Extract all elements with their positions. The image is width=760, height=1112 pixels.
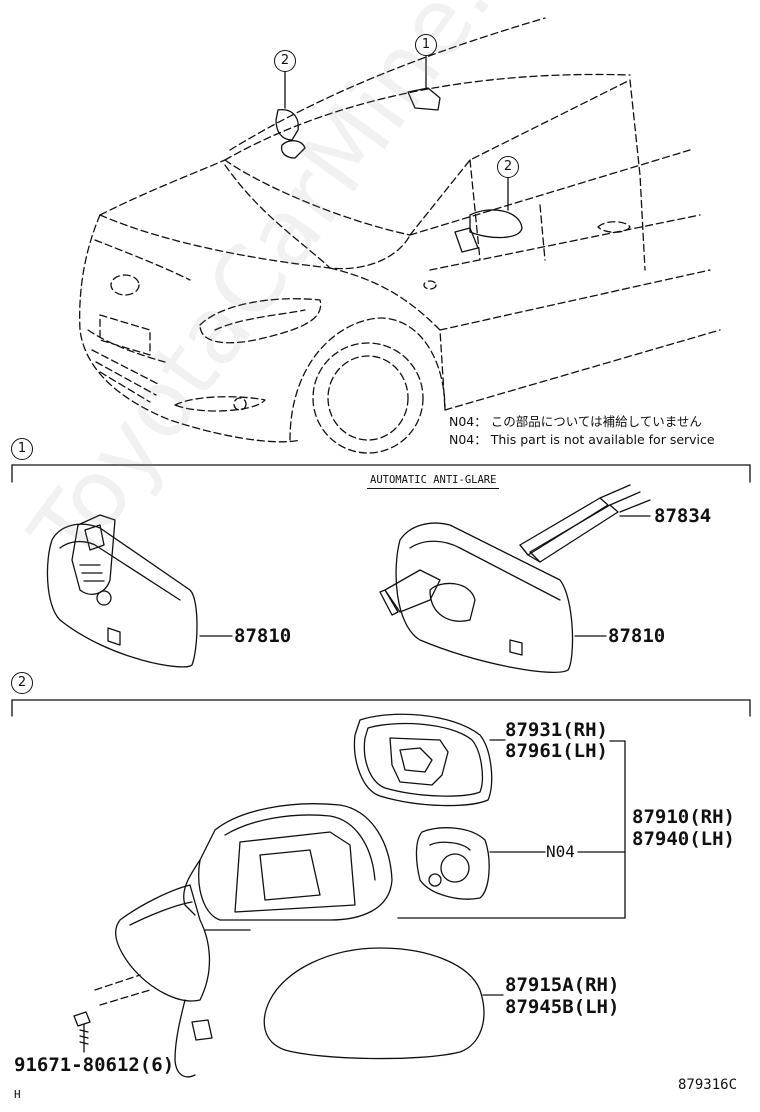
section1-frame bbox=[11, 464, 751, 483]
label-87915a-rh: 87915A(RH) bbox=[505, 974, 620, 996]
label-87834: 87834 bbox=[654, 505, 712, 527]
footer-left-code: H bbox=[14, 1088, 21, 1101]
callout-2-left: 2 bbox=[274, 50, 296, 72]
inner-mirror-left-drawing bbox=[46, 514, 198, 668]
outer-mirror-housing-drawing bbox=[115, 803, 393, 1078]
section-marker-2: 2 bbox=[11, 672, 33, 694]
label-87961-lh: 87961(LH) bbox=[505, 740, 608, 762]
overview-mirror-parts bbox=[275, 87, 523, 253]
mirror-glass-holder-drawing bbox=[353, 713, 493, 807]
screw-phantom-lines bbox=[94, 974, 151, 1006]
section1-banner: AUTOMATIC ANTI-GLARE bbox=[367, 474, 500, 489]
footer-diagram-code: 879316C bbox=[678, 1077, 738, 1093]
label-87810-left: 87810 bbox=[234, 625, 292, 647]
section-marker-1: 1 bbox=[11, 438, 33, 460]
inner-mirror-right-drawing bbox=[379, 522, 574, 673]
label-87931-rh: 87931(RH) bbox=[505, 719, 608, 741]
label-87910-rh: 87910(RH) bbox=[632, 806, 735, 828]
overview-leaders bbox=[284, 55, 509, 211]
car-overview-drawing bbox=[79, 17, 721, 454]
label-screw: 91671-80612(6) bbox=[14, 1054, 175, 1076]
callout-2-right: 2 bbox=[497, 156, 519, 178]
callout-1: 1 bbox=[415, 34, 437, 56]
label-87940-lh: 87940(LH) bbox=[632, 828, 735, 850]
label-n04: N04 bbox=[546, 842, 575, 861]
wire-harness-drawing bbox=[519, 484, 651, 563]
note-en: N04： This part is not available for serv… bbox=[449, 432, 715, 447]
mirror-motor-drawing bbox=[415, 827, 490, 900]
screw-drawing bbox=[73, 1011, 91, 1053]
section2-frame bbox=[11, 699, 751, 717]
label-87810-right: 87810 bbox=[608, 625, 666, 647]
note-jp: N04： この部品については補給していません bbox=[449, 414, 702, 429]
assy-bracket-lines bbox=[397, 740, 626, 919]
label-87945b-lh: 87945B(LH) bbox=[505, 996, 620, 1018]
mirror-cover-drawing bbox=[263, 947, 485, 1060]
